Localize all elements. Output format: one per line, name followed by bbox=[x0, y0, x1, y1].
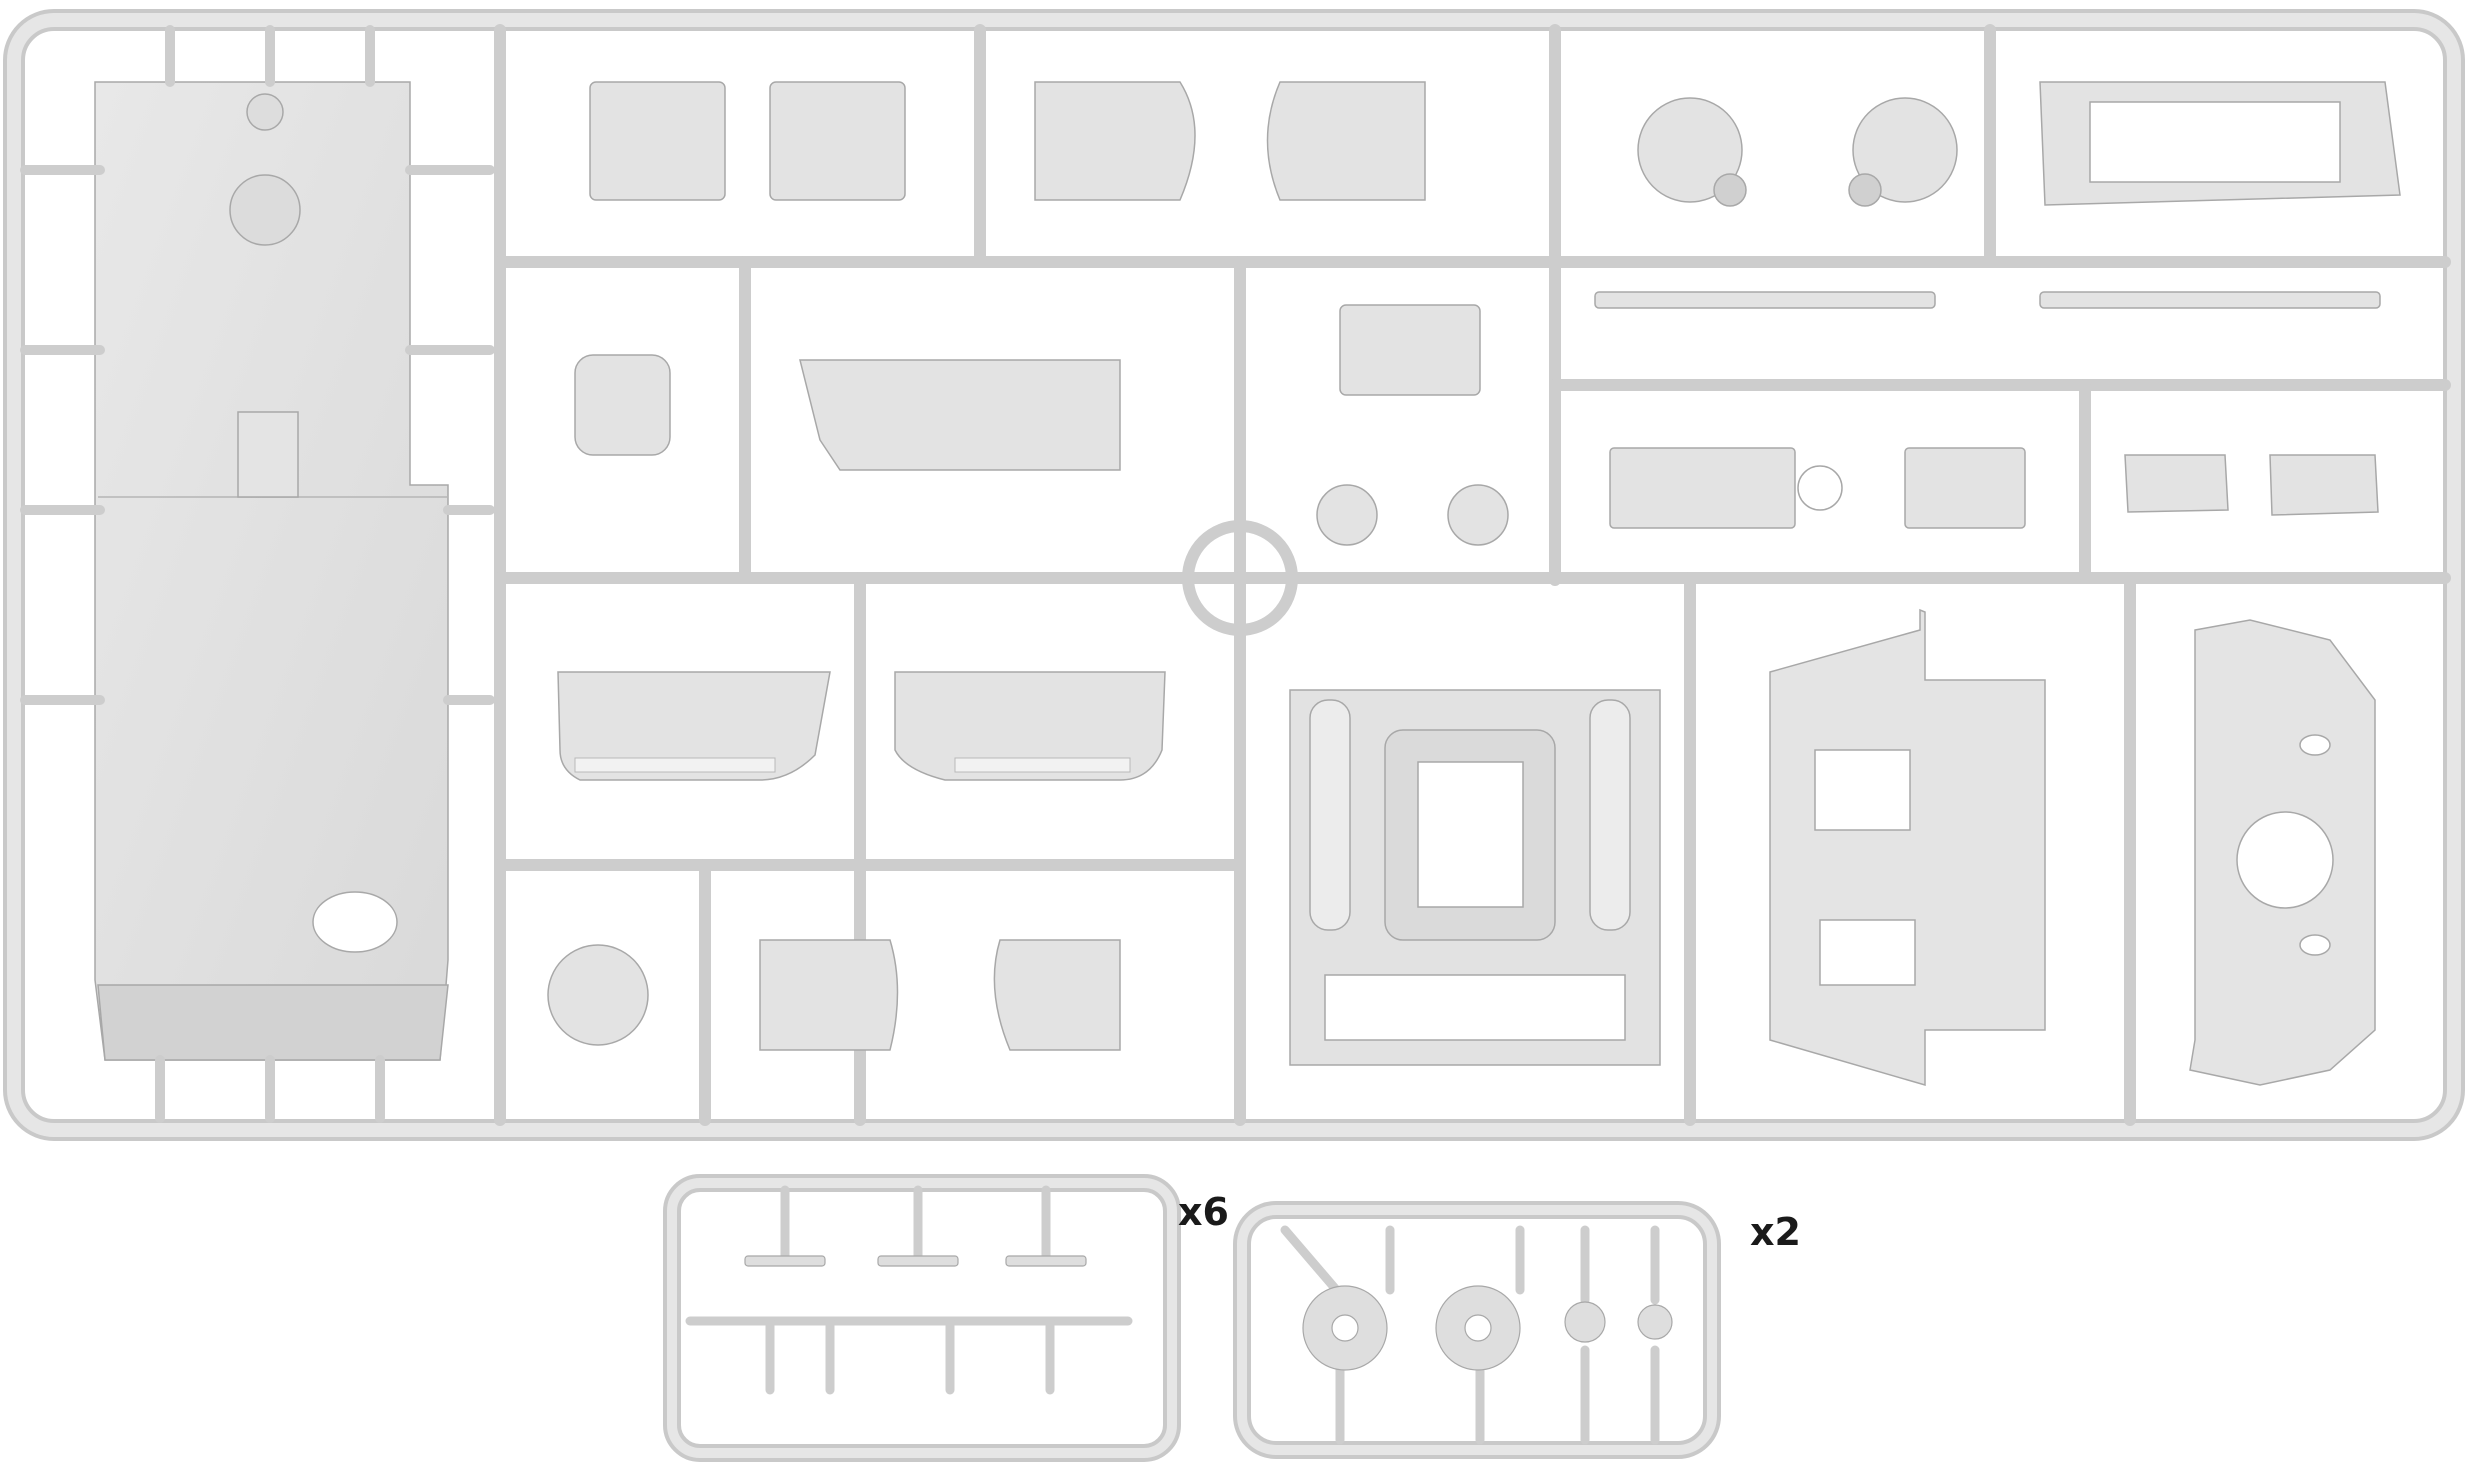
main-sprue-frame-inner bbox=[7, 13, 2461, 1137]
center-ring bbox=[1182, 520, 1298, 636]
hull-side-plate bbox=[1769, 608, 2046, 1086]
hull-plate-gates bbox=[20, 25, 495, 1123]
quantity-label-x6: x6 bbox=[1178, 1190, 1229, 1234]
middle-left-parts bbox=[547, 671, 1166, 1051]
small-sprue-left bbox=[663, 1174, 1181, 1462]
top-row-parts bbox=[589, 81, 2401, 207]
second-row-parts bbox=[574, 291, 2381, 546]
hull-floor-plate bbox=[94, 81, 449, 1061]
quantity-label-x2: x2 bbox=[1750, 1210, 1801, 1254]
turret-side-plate bbox=[2189, 619, 2376, 1086]
engine-deck-plate bbox=[1289, 689, 1661, 1066]
small-sprue-right bbox=[1233, 1201, 1721, 1459]
